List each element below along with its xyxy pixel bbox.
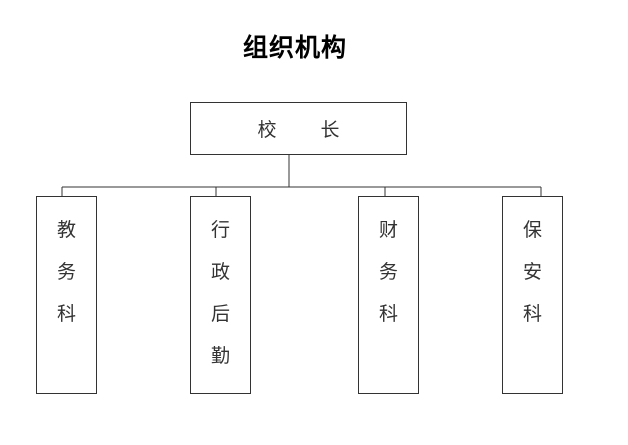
dept-char: 安 xyxy=(522,261,542,283)
dept-char: 科 xyxy=(522,303,542,325)
dept-box-academic-affairs: 教 务 科 xyxy=(36,196,97,394)
principal-label-char-2: 长 xyxy=(320,119,340,141)
dept-char: 保 xyxy=(522,219,542,241)
dept-label: 财 务 科 xyxy=(359,209,418,335)
principal-label: 校长 xyxy=(257,115,339,142)
dept-char: 后 xyxy=(210,303,230,325)
dept-box-finance: 财 务 科 xyxy=(358,196,419,394)
dept-label: 行 政 后 勤 xyxy=(191,209,250,377)
dept-box-admin-logistics: 行 政 后 勤 xyxy=(190,196,251,394)
dept-char: 科 xyxy=(378,303,398,325)
principal-label-char-1: 校 xyxy=(257,119,277,141)
dept-char: 科 xyxy=(56,303,76,325)
dept-char: 行 xyxy=(210,219,230,241)
dept-char: 政 xyxy=(210,261,230,283)
dept-char: 财 xyxy=(378,219,398,241)
dept-char: 教 xyxy=(56,219,76,241)
principal-box: 校长 xyxy=(190,102,407,155)
dept-char: 勤 xyxy=(210,345,230,367)
dept-box-security: 保 安 科 xyxy=(502,196,563,394)
dept-label: 教 务 科 xyxy=(37,209,96,335)
dept-char: 务 xyxy=(56,261,76,283)
diagram-title: 组织机构 xyxy=(242,33,347,62)
dept-char: 务 xyxy=(378,261,398,283)
dept-label: 保 安 科 xyxy=(503,209,562,335)
